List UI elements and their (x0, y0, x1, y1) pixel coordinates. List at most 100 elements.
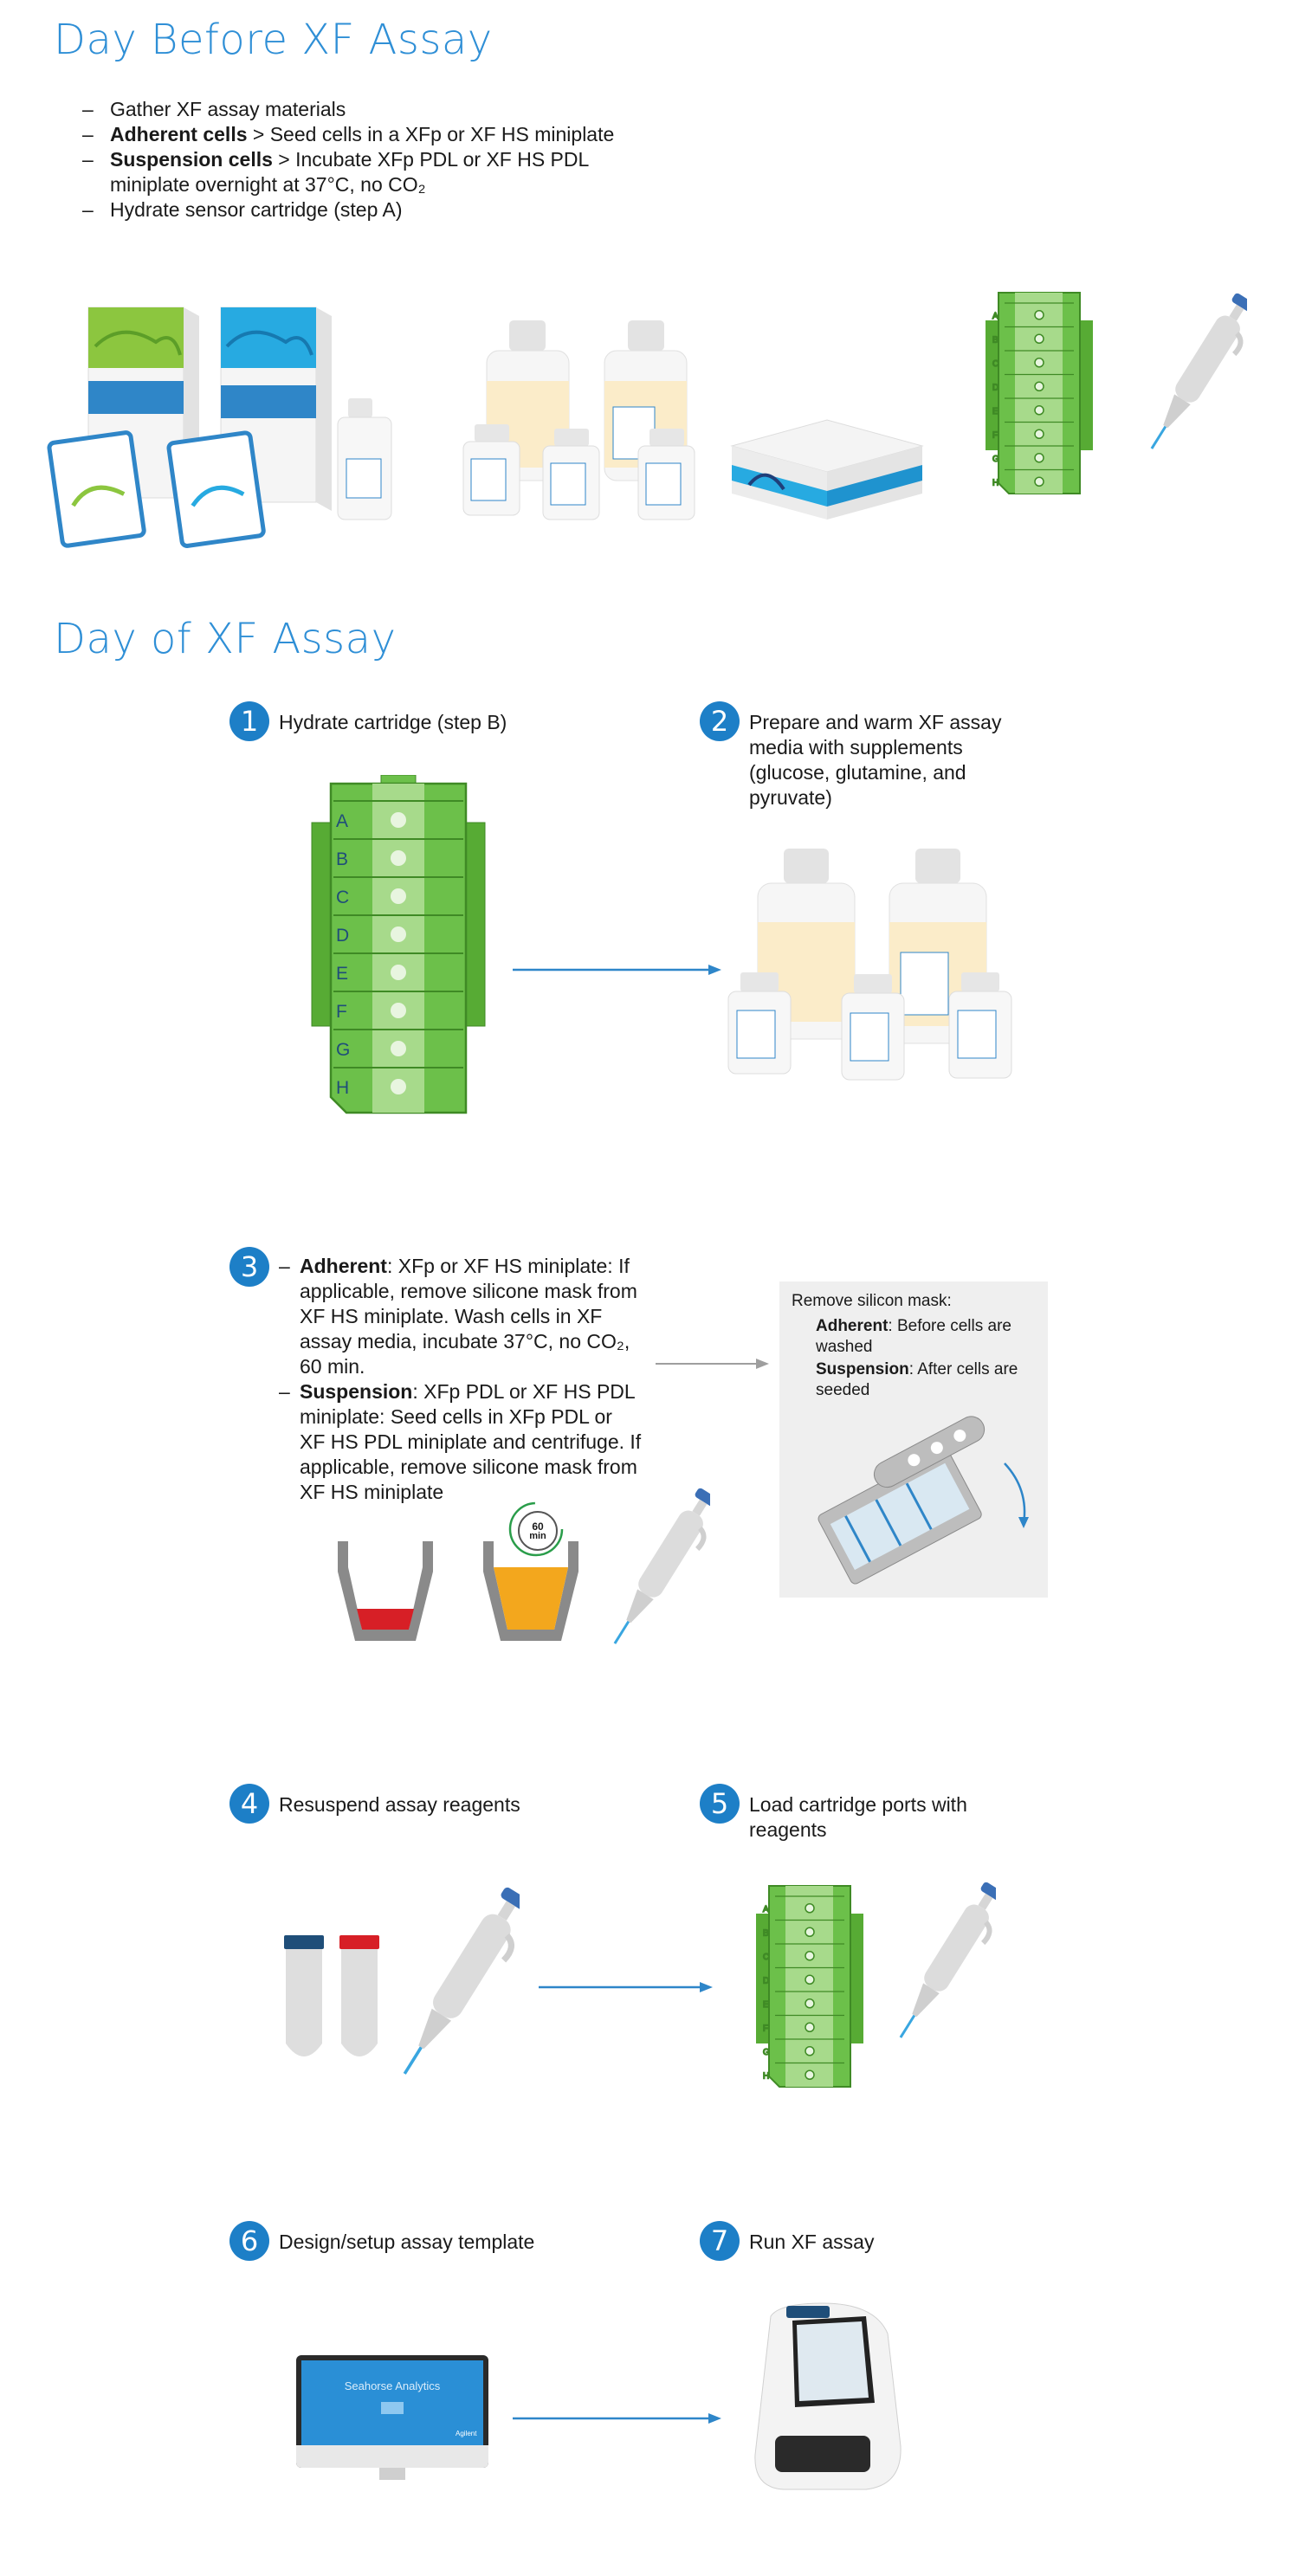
monitor-stand (379, 2468, 405, 2480)
step-3-instructions: –Adherent: XFp or XF HS miniplate: If ap… (279, 1254, 643, 1505)
well-red-media-illustration (338, 1541, 433, 1641)
row-label-f: F (336, 1002, 347, 1022)
sensor-well (805, 1974, 815, 1985)
sensor-well (1034, 358, 1044, 368)
sensor-well (1034, 429, 1044, 439)
step-7-label: Run XF assay (749, 2231, 875, 2253)
bullet-item: –Suspension cells > Incubate XFp PDL or … (82, 148, 589, 196)
row-label-b: B (336, 849, 348, 869)
row-label-a: A (336, 811, 348, 831)
reagent-tubes-illustration (284, 1935, 379, 2056)
row-label-f: F (763, 2024, 768, 2033)
sensor-well (805, 1927, 815, 1937)
step-3-suspension: –Suspension: XFp PDL or XF HS PDL minipl… (279, 1380, 642, 1503)
timer-ring-icon (508, 1501, 564, 1557)
sensor-well (391, 1041, 406, 1056)
xf-analyzer-instrument-illustration (754, 2302, 902, 2490)
row-label-e: E (992, 407, 998, 416)
flow-arrow (656, 1359, 769, 1369)
sensor-well (805, 1998, 815, 2009)
sensor-well (391, 850, 406, 866)
pipette-illustration (613, 1488, 710, 1644)
row-label-g: G (763, 2048, 770, 2057)
sensor-well (1034, 453, 1044, 463)
row-label-f: F (992, 430, 998, 440)
step-4-label: Resuspend assay reagents (279, 1793, 520, 1816)
row-label-h: H (336, 1078, 349, 1098)
sensor-well (1034, 381, 1044, 391)
sensor-well (391, 965, 406, 980)
pipette-illustration (403, 1887, 520, 2075)
section-title-day-before: Day Before XF Assay (54, 16, 493, 64)
section-title-day-of: Day of XF Assay (54, 615, 397, 663)
bullet-item: –Hydrate sensor cartridge (step A) (82, 198, 403, 221)
assay-kit-boxes-illustration (47, 307, 392, 548)
row-label-b: B (992, 335, 998, 345)
silicone-mask-removal-illustration (818, 1416, 1029, 1585)
row-label-d: D (336, 926, 349, 946)
sensor-well (1034, 333, 1044, 344)
row-label-e: E (763, 2000, 769, 2010)
row-label-a: A (992, 312, 998, 321)
flow-arrow (513, 2413, 721, 2424)
timer-icon: 60 min (518, 1511, 558, 1551)
sensor-well (805, 1951, 815, 1961)
row-label-g: G (336, 1040, 350, 1060)
step-2-label: Prepare and warm XF assay media with sup… (749, 711, 1002, 809)
row-label-e: E (336, 964, 348, 984)
media-bottles-illustration (462, 320, 695, 520)
step-2-badge: 2 (700, 701, 740, 741)
row-label-a: A (763, 1905, 769, 1914)
warm-media-bottles-illustration (727, 849, 1012, 1081)
step-3-badge: 3 (229, 1247, 269, 1287)
step-6-badge: 6 (229, 2221, 269, 2261)
monitor-illustration: Seahorse Analytics Agilent (296, 2355, 488, 2480)
step-3-adherent: –Adherent: XFp or XF HS miniplate: If ap… (279, 1255, 637, 1378)
flow-arrow (539, 1982, 713, 1992)
flow-arrow (513, 965, 721, 975)
monitor-bezel (296, 2445, 488, 2468)
sensor-well (391, 812, 406, 828)
sensor-well (391, 1003, 406, 1018)
mask-panel-adherent: Adherent: Before cells are washed (816, 1317, 1011, 1356)
timer-value: 60 (532, 1520, 544, 1533)
sensor-well (1034, 476, 1044, 487)
well-incubation-illustration (483, 1541, 578, 1641)
step-1-label: Hydrate cartridge (step B) (279, 711, 507, 733)
step-5-badge: 5 (700, 1784, 740, 1824)
mask-panel-title: Remove silicon mask: (792, 1292, 952, 1310)
step-4-badge: 4 (229, 1784, 269, 1824)
sensor-well (1034, 310, 1044, 320)
row-label-h: H (992, 478, 998, 487)
step-6-label: Design/setup assay template (279, 2231, 535, 2253)
monitor-screen-widget (381, 2402, 404, 2414)
row-label-d: D (992, 383, 998, 392)
mask-panel-suspension: Suspension: After cells are seeded (816, 1360, 1018, 1399)
row-label-b: B (763, 1928, 769, 1938)
step-5-label: Load cartridge ports with reagents (749, 1793, 967, 1841)
row-label-c: C (992, 359, 998, 369)
timer-unit: min (529, 1530, 546, 1541)
row-label-h: H (763, 2071, 769, 2081)
prep-bullet-list: –Gather XF assay materials –Adherent cel… (82, 97, 619, 223)
sensor-well (391, 888, 406, 904)
sensor-cartridge-small-illustration: A B C D E F G H (986, 292, 1093, 494)
bullet-item: –Adherent cells > Seed cells in a XFp or… (82, 123, 615, 145)
row-label-g: G (992, 455, 999, 464)
bullet-item: –Gather XF assay materials (82, 98, 346, 120)
step-7-badge: 7 (700, 2221, 740, 2261)
monitor-screen: Seahorse Analytics Agilent (301, 2360, 483, 2445)
row-label-c: C (336, 888, 349, 907)
sensor-well (391, 926, 406, 942)
sensor-well (391, 1079, 406, 1094)
sensor-well (805, 2022, 815, 2032)
pipette-illustration (1150, 293, 1247, 449)
step-1-badge: 1 (229, 701, 269, 741)
monitor-screen-title: Seahorse Analytics (344, 2379, 441, 2392)
sensor-well (805, 2069, 815, 2080)
monitor-brand: Agilent (456, 2430, 477, 2437)
row-label-d: D (763, 1976, 769, 1985)
pipette-illustration (899, 1882, 996, 2038)
